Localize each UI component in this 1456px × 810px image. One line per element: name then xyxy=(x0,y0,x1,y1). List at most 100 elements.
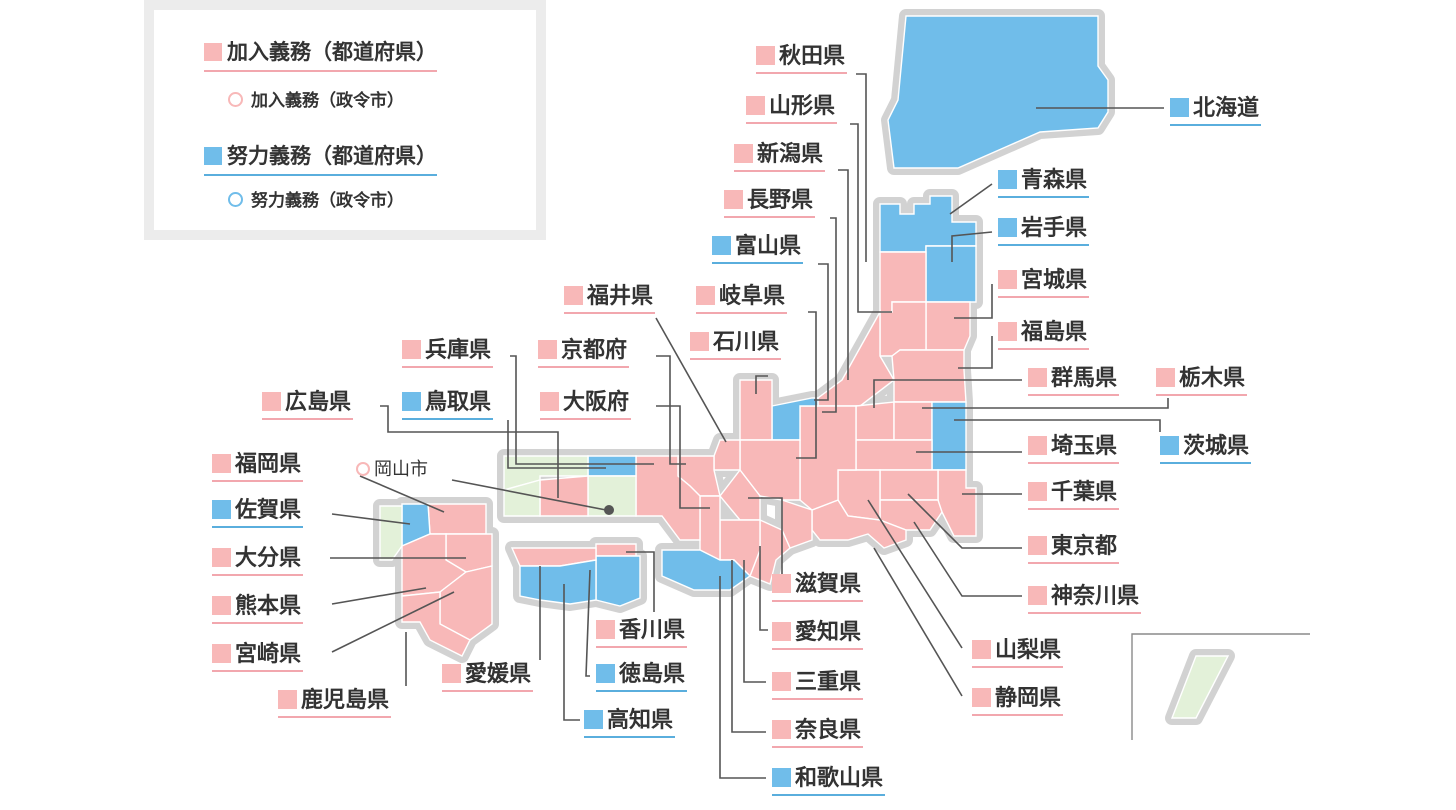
label-ishikawa[interactable]: 石川県 xyxy=(690,328,782,360)
label-kagawa[interactable]: 香川県 xyxy=(596,616,688,648)
label-nagano[interactable]: 長野県 xyxy=(724,186,816,218)
prefecture-name: 和歌山県 xyxy=(795,766,884,791)
prefecture-name: 東京都 xyxy=(1051,534,1118,559)
label-kumamoto[interactable]: 熊本県 xyxy=(212,592,304,624)
status-swatch xyxy=(772,672,791,691)
label-miyagi[interactable]: 宮城県 xyxy=(998,266,1090,298)
prefecture-name: 石川県 xyxy=(713,330,780,355)
leader-line-yamanashi xyxy=(867,499,963,649)
region-aomori[interactable] xyxy=(879,195,977,253)
leader-line-hyogo xyxy=(510,355,654,465)
status-swatch xyxy=(402,340,421,359)
label-wakayama[interactable]: 和歌山県 xyxy=(772,764,886,796)
label-nara[interactable]: 奈良県 xyxy=(772,716,864,748)
label-kanagawa[interactable]: 神奈川県 xyxy=(1028,582,1142,614)
region-osaka[interactable] xyxy=(699,495,721,561)
region-kagoshima[interactable] xyxy=(401,591,471,657)
region-kochi[interactable] xyxy=(519,559,597,605)
prefecture-name: 福島県 xyxy=(1021,320,1088,345)
prefecture-name: 岐阜県 xyxy=(719,284,786,309)
prefecture-name: 長野県 xyxy=(747,188,814,213)
label-ehime[interactable]: 愛媛県 xyxy=(442,660,534,692)
label-hiroshima[interactable]: 広島県 xyxy=(262,388,354,420)
region-fukushima[interactable] xyxy=(891,349,967,403)
label-kagoshima[interactable]: 鹿児島県 xyxy=(278,686,392,718)
label-shizuoka[interactable]: 静岡県 xyxy=(972,684,1064,716)
label-fukushima[interactable]: 福島県 xyxy=(998,318,1090,350)
region-hyogo[interactable] xyxy=(635,455,701,541)
region-okinawa[interactable] xyxy=(1170,655,1230,719)
label-fukui[interactable]: 福井県 xyxy=(564,282,656,314)
status-swatch xyxy=(402,392,421,411)
label-hyogo[interactable]: 兵庫県 xyxy=(402,336,494,368)
prefecture-name: 滋賀県 xyxy=(795,572,862,597)
status-swatch xyxy=(212,454,231,473)
label-gunma[interactable]: 群馬県 xyxy=(1028,364,1120,396)
label-gifu[interactable]: 岐阜県 xyxy=(696,282,788,314)
prefecture-name: 熊本県 xyxy=(235,594,302,619)
legend-mandatory-swatch xyxy=(204,43,222,61)
label-aichi[interactable]: 愛知県 xyxy=(772,618,864,650)
label-yamagata[interactable]: 山形県 xyxy=(746,92,838,124)
legend-effort-city-label: 努力義務（政令市） xyxy=(251,191,404,211)
region-wakayama[interactable] xyxy=(661,549,752,591)
status-swatch xyxy=(696,286,715,305)
prefecture-name: 大阪府 xyxy=(563,390,630,415)
region-iwate[interactable] xyxy=(925,245,977,303)
region-saitama[interactable] xyxy=(855,439,933,471)
region-hiroshima[interactable] xyxy=(539,475,589,517)
region-tottori[interactable] xyxy=(587,455,637,477)
label-ibaraki[interactable]: 茨城県 xyxy=(1160,432,1252,464)
label-tochigi[interactable]: 栃木県 xyxy=(1156,364,1248,396)
prefecture-name: 福井県 xyxy=(587,284,654,309)
label-osaka[interactable]: 大阪府 xyxy=(540,388,632,420)
status-swatch xyxy=(596,620,615,639)
legend-effort-pref: 努力義務（都道府県） xyxy=(204,140,437,176)
label-tokushima[interactable]: 徳島県 xyxy=(596,660,688,692)
label-saitama[interactable]: 埼玉県 xyxy=(1028,432,1120,464)
label-chiba[interactable]: 千葉県 xyxy=(1028,478,1120,510)
label-tokyo[interactable]: 東京都 xyxy=(1028,532,1120,564)
prefecture-name: 香川県 xyxy=(619,618,686,643)
region-nagasaki[interactable] xyxy=(379,505,403,561)
label-fukuoka[interactable]: 福岡県 xyxy=(212,450,304,482)
label-toyama[interactable]: 富山県 xyxy=(712,232,804,264)
label-shiga[interactable]: 滋賀県 xyxy=(772,570,864,602)
region-fukui[interactable] xyxy=(713,439,741,471)
leader-line-shizuoka xyxy=(873,547,963,697)
prefecture-name: 宮崎県 xyxy=(235,642,302,667)
leader-line-kumamoto xyxy=(331,587,427,605)
region-hokkaido[interactable] xyxy=(887,15,1109,169)
label-oita[interactable]: 大分県 xyxy=(212,544,304,576)
status-swatch xyxy=(442,664,461,683)
region-tokushima[interactable] xyxy=(595,555,641,607)
label-miyazaki[interactable]: 宮崎県 xyxy=(212,640,304,672)
region-ibaraki[interactable] xyxy=(931,401,967,471)
leader-line-ibaraki xyxy=(954,419,1161,432)
label-tottori[interactable]: 鳥取県 xyxy=(402,388,494,420)
status-swatch xyxy=(772,574,791,593)
label-saga[interactable]: 佐賀県 xyxy=(212,496,304,528)
label-yamanashi[interactable]: 山梨県 xyxy=(972,636,1064,668)
label-aomori[interactable]: 青森県 xyxy=(998,166,1090,198)
legend-mandatory-pref: 加入義務（都道府県） xyxy=(204,36,437,72)
legend-effort-pref-label: 努力義務（都道府県） xyxy=(227,144,437,168)
label-hokkaido[interactable]: 北海道 xyxy=(1170,94,1262,126)
label-kochi[interactable]: 高知県 xyxy=(584,706,676,738)
status-swatch xyxy=(212,500,231,519)
status-swatch xyxy=(998,322,1017,341)
legend: 加入義務（都道府県） 加入義務（政令市） 努力義務（都道府県） 努力義務（政令市… xyxy=(144,0,546,240)
region-yamaguchi[interactable] xyxy=(503,479,541,517)
prefecture-name: 広島県 xyxy=(285,390,352,415)
label-akita[interactable]: 秋田県 xyxy=(756,42,848,74)
prefecture-name: 高知県 xyxy=(607,708,674,733)
label-mie[interactable]: 三重県 xyxy=(772,668,864,700)
region-miyagi[interactable] xyxy=(925,301,971,351)
label-iwate[interactable]: 岩手県 xyxy=(998,214,1090,246)
prefecture-name: 山形県 xyxy=(769,94,836,119)
region-gunma[interactable] xyxy=(855,401,895,441)
region-kagawa[interactable] xyxy=(595,543,637,557)
label-niigata[interactable]: 新潟県 xyxy=(734,140,826,172)
label-kyoto[interactable]: 京都府 xyxy=(538,336,630,368)
